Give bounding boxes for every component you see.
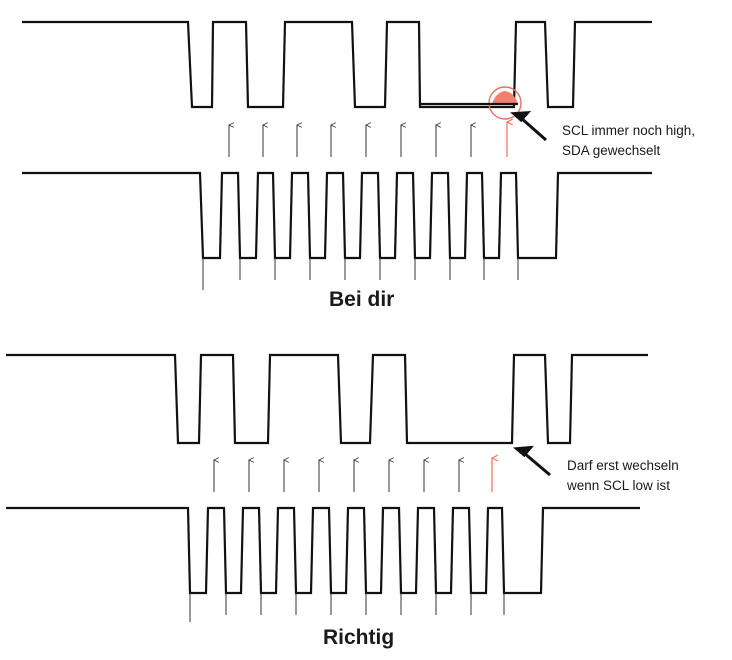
top-scl-spikes	[202, 258, 519, 290]
top-pointer-arrow	[510, 110, 547, 142]
bottom-annotation-line2: wenn SCL low ist	[567, 478, 671, 493]
bottom-annotation-line1: Darf erst wechseln	[567, 458, 679, 473]
top-sample-arrows	[228, 118, 513, 157]
top-error-fill	[492, 91, 518, 104]
top-sda-trace	[22, 20, 652, 109]
bottom-sample-arrows	[213, 454, 498, 492]
top-scl-trace	[22, 171, 652, 260]
bottom-pointer-arrow	[512, 445, 551, 477]
bottom-scl-trace	[6, 506, 640, 595]
top-annotation: SCL immer noch high, SDA gewechselt	[562, 121, 695, 161]
bottom-scl-spikes	[189, 593, 505, 622]
top-annotation-line2: SDA gewechselt	[562, 143, 661, 158]
bottom-panel	[6, 353, 648, 622]
bottom-caption: Richtig	[323, 626, 395, 649]
top-caption: Bei dir	[329, 288, 395, 311]
bottom-sda-trace	[6, 353, 648, 445]
top-annotation-line1: SCL immer noch high,	[562, 123, 696, 138]
bottom-annotation: Darf erst wechseln wenn SCL low ist	[567, 456, 679, 496]
top-panel	[22, 20, 652, 290]
